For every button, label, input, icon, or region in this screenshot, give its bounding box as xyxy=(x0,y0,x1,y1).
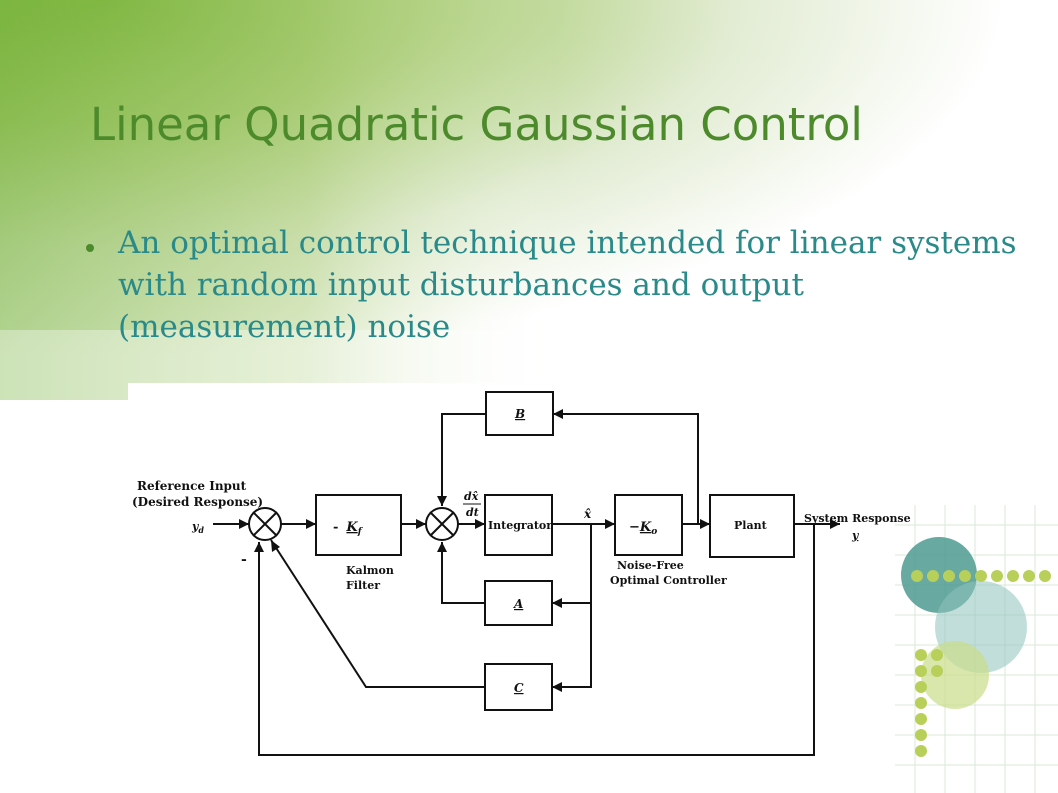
kalman-gain-label: -Kf xyxy=(333,520,364,537)
controller-gain-label: −Ko xyxy=(629,520,657,537)
b-block-label: B xyxy=(514,407,525,421)
kalman-filter-label-1: Kalmon xyxy=(346,564,394,577)
controller-label-1: Noise-Free xyxy=(617,559,684,572)
derivative-denominator: dt xyxy=(466,506,479,519)
plant-block xyxy=(709,494,795,558)
lqg-block-diagram: Reference Input (Desired Response) yd - … xyxy=(128,383,912,769)
c-block-label: C xyxy=(514,681,524,695)
decorative-circles-grid xyxy=(895,505,1058,793)
state-estimate-label: x̂ xyxy=(583,507,592,521)
reference-input-label: Reference Input xyxy=(137,479,247,493)
a-block-label: A xyxy=(513,597,523,611)
derivative-numerator: dx̂ xyxy=(464,490,479,503)
bullet-text: An optimal control technique intended fo… xyxy=(118,225,1017,345)
desired-response-label: (Desired Response) xyxy=(132,495,263,509)
system-response-label: System Response xyxy=(804,512,911,525)
bullet-dot xyxy=(86,244,94,252)
plant-label: Plant xyxy=(734,519,768,532)
kalman-filter-label-2: Filter xyxy=(346,579,380,592)
integrator-label: Integrator xyxy=(488,519,552,532)
slide-title: Linear Quadratic Gaussian Control xyxy=(90,98,863,151)
y-output-label: y xyxy=(851,529,860,542)
yd-label: yd xyxy=(191,520,204,535)
controller-label-2: Optimal Controller xyxy=(610,574,727,587)
minus-sign-label: - xyxy=(241,552,247,568)
